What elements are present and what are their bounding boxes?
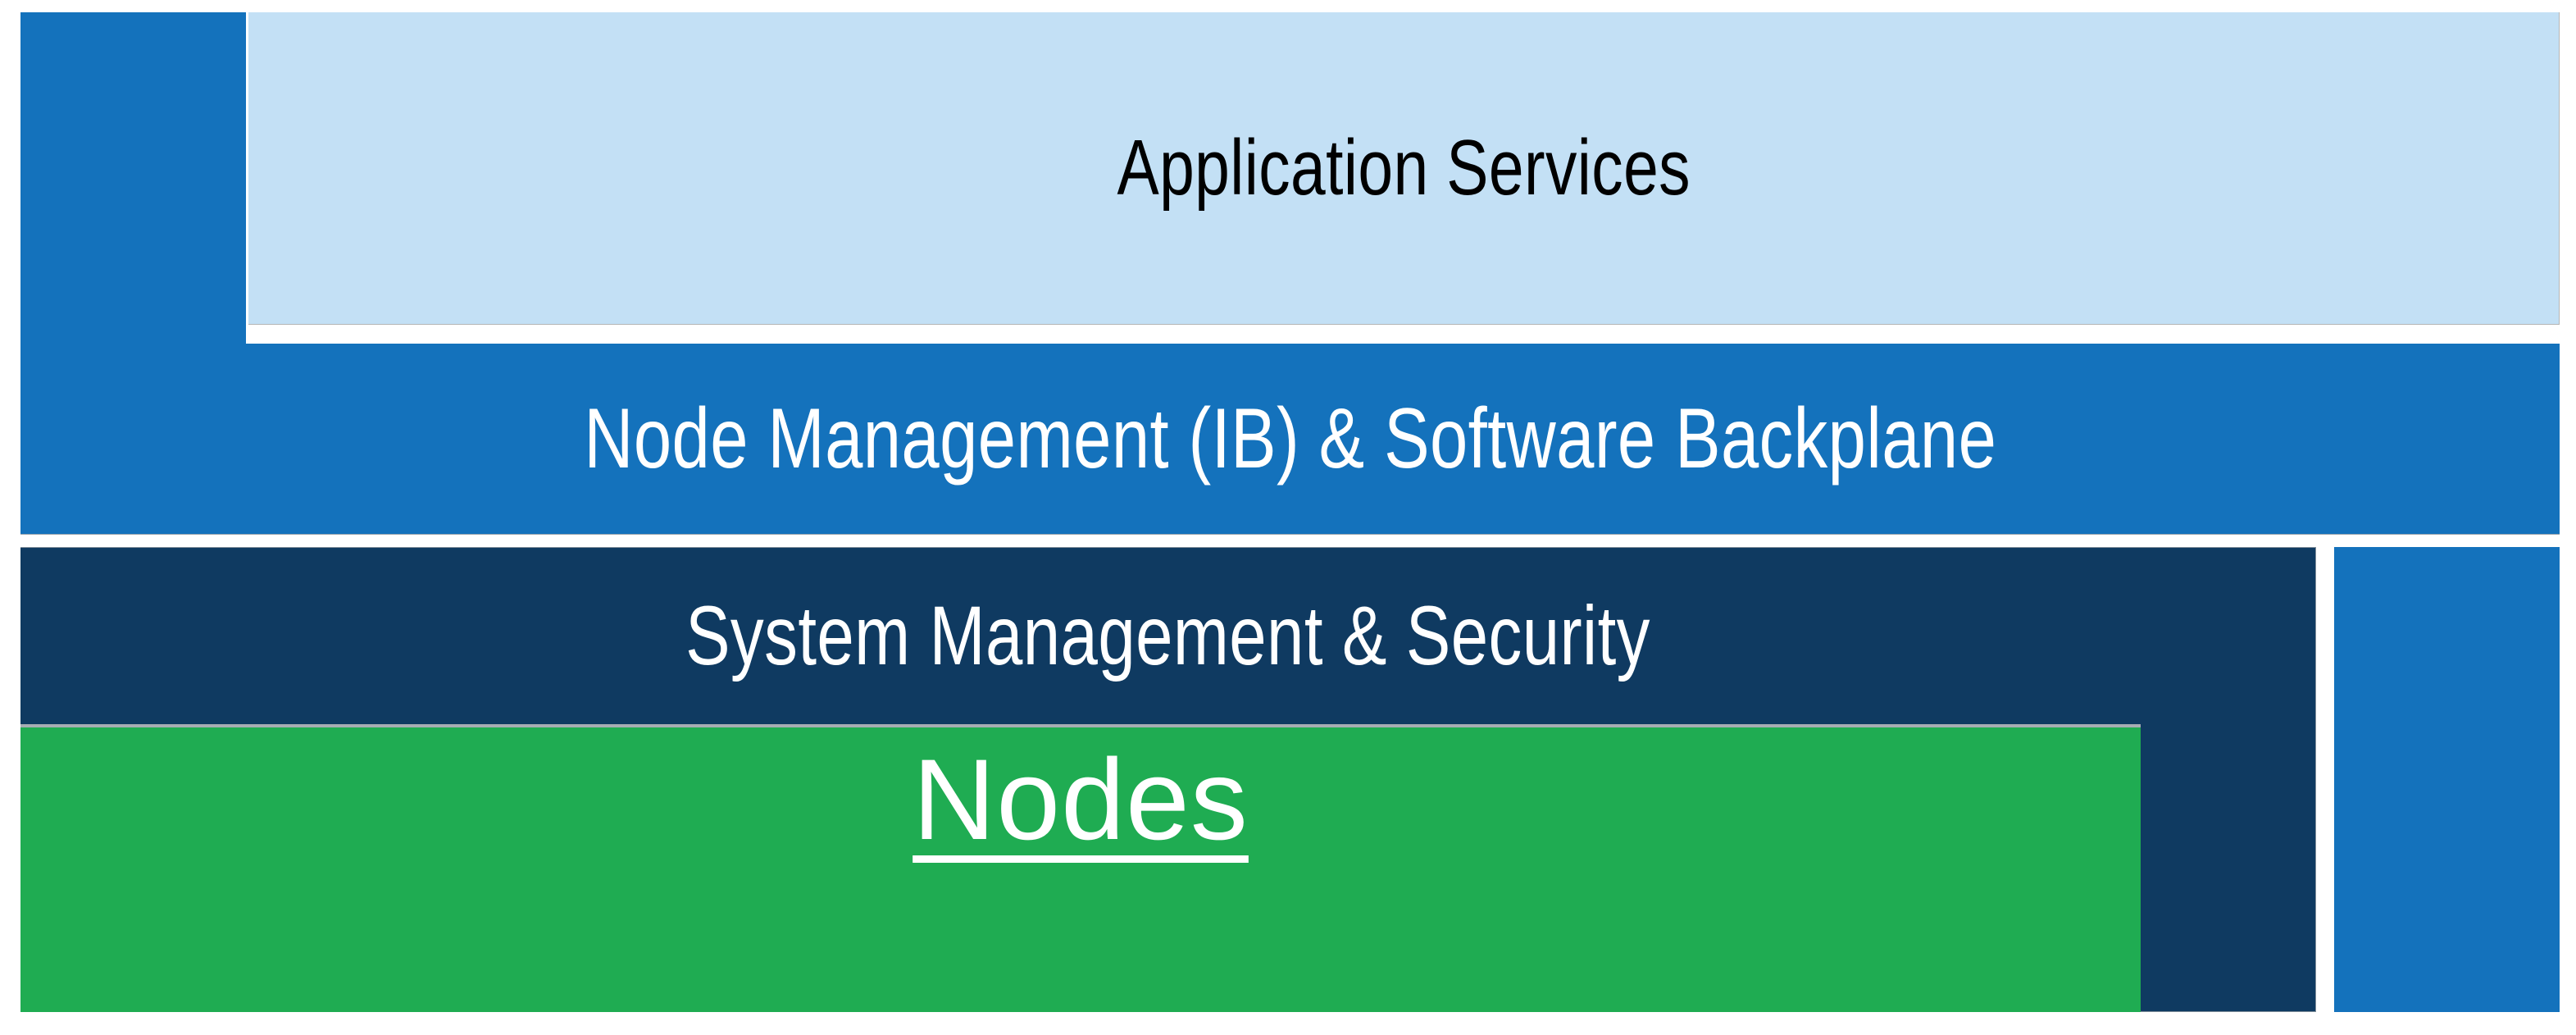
layer-application-services[interactable]: Application Services	[248, 12, 2560, 325]
layer-system-management-label: System Management & Security	[685, 589, 1650, 682]
layer-nodes[interactable]: Nodes	[20, 724, 2141, 1012]
layer-node-management-label: Node Management (IB) & Software Backplan…	[584, 391, 1996, 486]
layer-node-management[interactable]: Node Management (IB) & Software Backplan…	[20, 344, 2560, 535]
layer-application-services-label: Application Services	[1117, 124, 1691, 212]
right-blue-rail	[2334, 547, 2560, 1012]
layer-nodes-label: Nodes	[913, 735, 1249, 864]
